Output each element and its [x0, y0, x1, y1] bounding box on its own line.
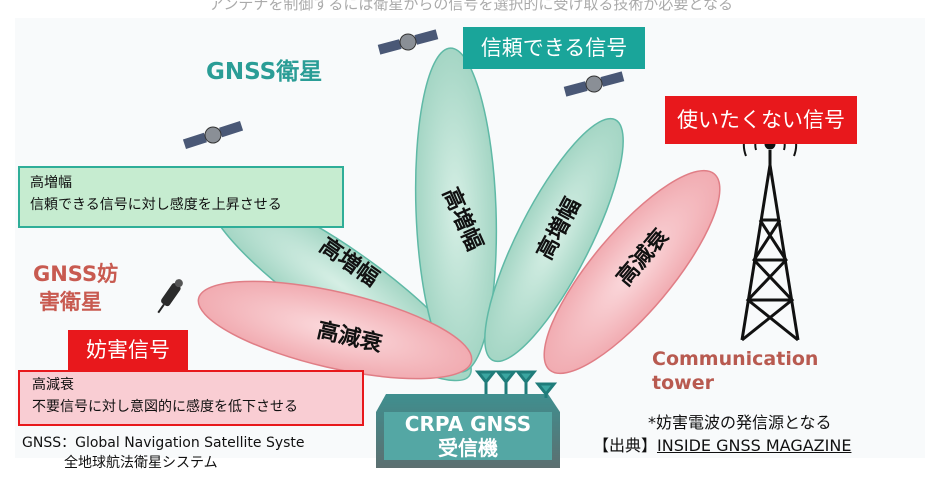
footnote: GNSS：Global Navigation Satellite Syste 全… — [22, 433, 305, 473]
high-gain-box-title: 高増幅 — [30, 175, 72, 191]
high-attenuation-box-description: 不要信号に対し意図的に感度を低下させる — [32, 399, 298, 415]
footnote-line1: GNSS：Global Navigation Satellite Syste — [22, 435, 305, 451]
crpa-receiver: CRPA GNSS 受信機 — [376, 370, 560, 468]
reliable-signal-tag: 信頼できる信号 — [463, 27, 645, 69]
receiver-label-line2: 受信機 — [438, 436, 498, 460]
jamming-satellite-label-line2: 害衛星 — [39, 290, 102, 314]
beam-high-attenuation-left — [197, 280, 473, 380]
gnss-satellites-label: GNSS衛星 — [206, 59, 323, 85]
tower-label-line1: Communication — [652, 348, 819, 370]
high-gain-box-description: 信頼できる信号に対し感度を上昇させる — [30, 197, 282, 213]
communication-tower-label: Communication tower — [652, 347, 818, 395]
footnote-line2: 全地球航法衛星システム — [64, 455, 218, 471]
high-attenuation-box-title: 高減衰 — [32, 377, 74, 393]
receiver-label-line1: CRPA GNSS — [405, 412, 531, 436]
high-attenuation-box: 高減衰 不要信号に対し意図的に感度を低下させる — [18, 370, 364, 426]
jamming-satellite-icon — [157, 279, 183, 314]
top-caption: アンテナを制御するには衛星からの信号を選択的に受け取る技術が必要となる — [209, 0, 733, 13]
source-citation: 【出典】INSIDE GNSS MAGAZINE — [593, 432, 851, 456]
high-gain-box: 高増幅 信頼できる信号に対し感度を上昇させる — [18, 166, 344, 228]
source-prefix: 【出典】 — [593, 436, 658, 455]
source-name: INSIDE GNSS MAGAZINE — [657, 436, 852, 455]
beam-high-gain-right — [484, 117, 624, 363]
jamming-satellite-label-line1: GNSS妨 — [33, 262, 119, 286]
satellite-icon — [182, 120, 244, 150]
satellite-icon — [563, 71, 625, 97]
jamming-signal-tag: 妨害信号 — [68, 330, 188, 370]
jamming-satellite-label: GNSS妨 害衛星 — [33, 260, 118, 316]
satellite-icon — [377, 29, 439, 55]
beam-high-attenuation-right — [543, 169, 721, 375]
antenna-icon — [474, 370, 558, 398]
unwanted-signal-tag: 使いたくない信号 — [665, 96, 857, 144]
tower-label-line2: tower — [652, 372, 714, 394]
tower-note: *妨害電波の発信源となる — [648, 413, 832, 432]
